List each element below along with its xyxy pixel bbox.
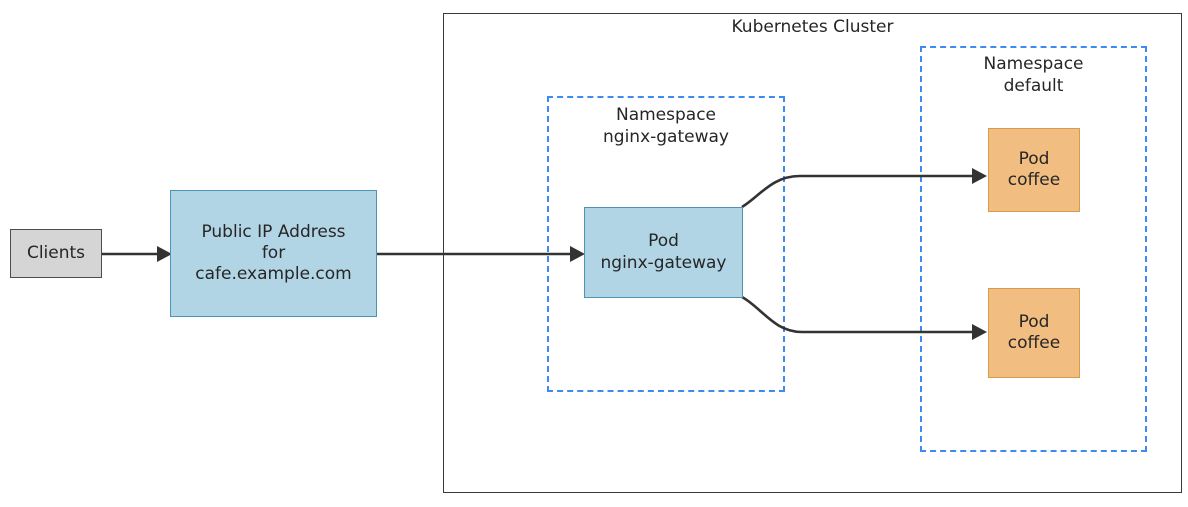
namespace-default-container xyxy=(920,46,1147,452)
kubernetes-cluster-label: Kubernetes Cluster xyxy=(731,17,894,37)
node-public-ip-address[interactable]: Public IP Address for cafe.example.com xyxy=(170,190,377,317)
namespace-nginx-gateway-container xyxy=(547,96,785,392)
namespace-nginx-gateway-label: Namespace nginx-gateway xyxy=(603,105,729,148)
node-clients[interactable]: Clients xyxy=(10,229,102,278)
node-pod-coffee-1[interactable]: Pod coffee xyxy=(988,128,1080,212)
namespace-default-label: Namespace default xyxy=(983,54,1084,97)
node-pod-nginx-gateway[interactable]: Pod nginx-gateway xyxy=(584,207,743,298)
node-pod-coffee-2[interactable]: Pod coffee xyxy=(988,288,1080,378)
